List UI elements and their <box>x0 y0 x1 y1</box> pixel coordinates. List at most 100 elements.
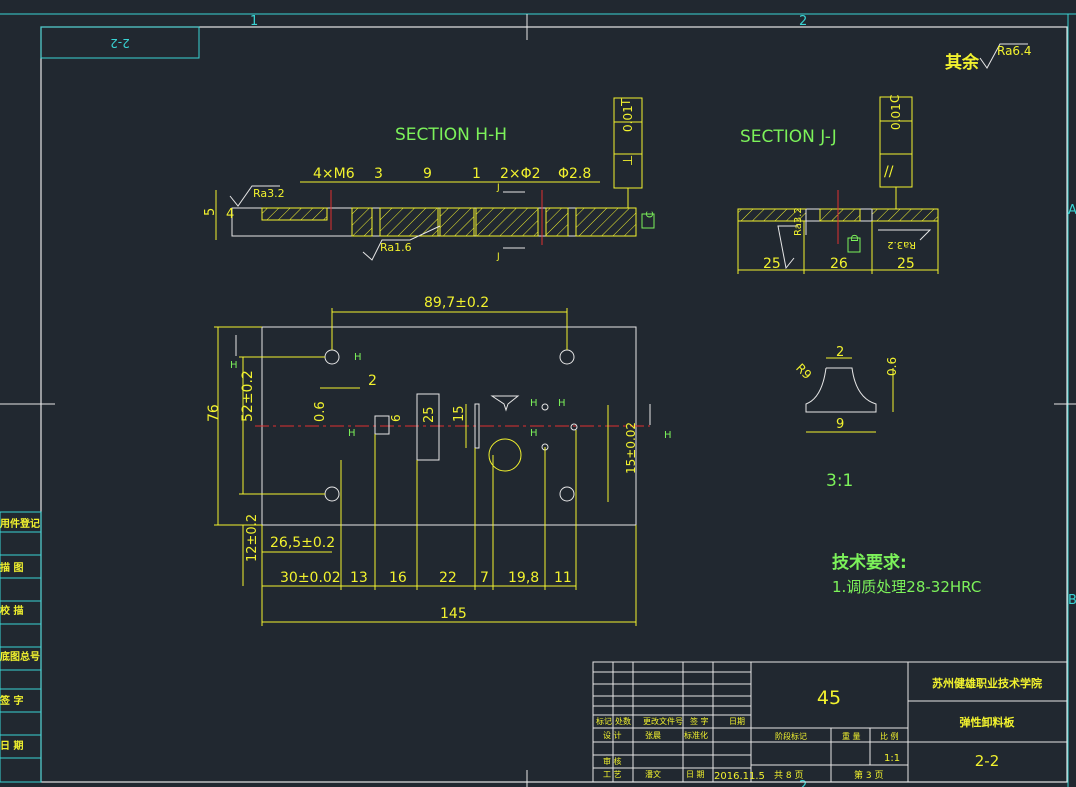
chain-dim-22: 22 <box>439 570 457 586</box>
hh-dim-9: 9 <box>423 166 432 182</box>
plan-small-gap: 2 <box>368 373 377 389</box>
tech-req-title: 技术要求: <box>832 552 907 573</box>
hh-datum-label: C <box>645 211 656 218</box>
section-mark-h-1: H <box>230 360 238 371</box>
section-mark-h-4: H <box>530 398 538 409</box>
jj-datum-box <box>847 237 861 253</box>
jj-dim-26: 26 <box>830 256 848 272</box>
chain-dim-11: 11 <box>554 570 572 586</box>
jj-hatch-3 <box>871 208 939 222</box>
plan-slot-small: 0.6 <box>313 401 328 422</box>
section-mark-h-6: H <box>530 428 538 439</box>
tb-h1: 标记 <box>596 716 612 726</box>
tb-date: 2016.11.5 <box>714 771 765 782</box>
roughness-symbol-general <box>979 43 1028 69</box>
jj-roughness-left: Ra3.2 <box>793 207 804 236</box>
detail-scale: 3:1 <box>826 471 853 491</box>
tb-scale: 1:1 <box>884 753 900 764</box>
detail-dim-2: 2 <box>836 345 844 360</box>
hh-hatch-2 <box>351 207 373 237</box>
hh-hatch-7 <box>575 207 637 237</box>
jj-datum-label: D <box>850 234 861 242</box>
tb-review: 审 核 <box>603 756 622 766</box>
hh-datum-box <box>641 213 655 229</box>
jj-hatch-2 <box>819 208 861 222</box>
hh-step: 4 <box>226 207 234 222</box>
hh-tolerance-value: 0.01 <box>621 105 635 132</box>
hh-dim-phi28: Φ2.8 <box>558 166 591 182</box>
hh-hatch-1 <box>261 207 328 221</box>
zone-label-b: B <box>1068 593 1076 608</box>
section-jj: SECTION J-J 25 26 25 Ra3.2 Ra3.2 C 0.01 … <box>737 95 939 274</box>
section-mark-h-7: H <box>664 430 672 441</box>
plan-view: 89,7±0.2 76 52±0.2 12±0.2 2 0.6 6 25 15 … <box>206 295 672 626</box>
detail-dim-r9: R9 <box>793 361 814 382</box>
tb-weight: 重 量 <box>842 731 861 741</box>
plan-right-dim: 15±0.02 <box>624 422 638 474</box>
section-mark-h-3: H <box>348 428 356 439</box>
plan-hole-tr <box>559 349 575 365</box>
surface-finish-value: Ra6.4 <box>997 44 1032 58</box>
tb-scale-label: 比 例 <box>880 731 899 741</box>
tb-standard: 标准化 <box>684 730 708 740</box>
jj-roughness-right-symbol <box>878 229 932 241</box>
tb-h4: 签 字 <box>690 716 709 726</box>
plan-hole-tl <box>324 349 340 365</box>
corner-tag-box <box>40 26 200 59</box>
jj-tolerance-datum: C <box>888 95 902 103</box>
section-mark-h-5: H <box>558 398 566 409</box>
hh-tolerance-datum: T <box>619 98 633 107</box>
plan-slot-25 <box>416 393 440 461</box>
plan-slot-6-dim: 6 <box>389 414 403 422</box>
jj-roughness-right: Ra3.2 <box>887 239 916 250</box>
jj-dim-25-right: 25 <box>897 256 915 272</box>
hh-hatch-4 <box>439 207 475 237</box>
jj-tolerance-value: 0.01 <box>889 103 903 130</box>
tb-material: 45 <box>817 687 841 709</box>
hh-dim-2phi2: 2×Φ2 <box>500 166 541 182</box>
hh-tolerance-symbol: ⊥ <box>621 155 636 166</box>
section-mark-h-2: H <box>354 352 362 363</box>
strip-item-5: 签 字 <box>0 694 23 707</box>
tb-process: 工 艺 <box>603 770 622 779</box>
plan-overall-width: 145 <box>440 606 467 622</box>
tb-designer: 张晨 <box>645 731 661 740</box>
strip-item-2: 描 图 <box>0 561 23 574</box>
strip-item-6: 日 期 <box>0 739 23 752</box>
strip-item-4: 底图总号 <box>0 650 40 663</box>
tb-h5: 日期 <box>729 717 745 726</box>
plan-hole-br <box>559 486 575 502</box>
zone-label-2: 2 <box>799 14 807 29</box>
plan-slot-15 <box>474 403 480 449</box>
chain-dim-16: 16 <box>389 570 407 586</box>
plan-slot-6 <box>374 415 390 435</box>
plan-punch-profile <box>490 395 520 412</box>
left-strip: 用件登记 描 图 校 描 底图总号 签 字 日 期 <box>0 511 42 783</box>
hh-thickness: 5 <box>203 208 218 216</box>
detail-profile <box>805 367 877 413</box>
tb-drawing-no: 2-2 <box>975 752 1000 770</box>
hh-roughness-bottom-symbol <box>362 225 441 261</box>
plan-slot-25-dim: 25 <box>422 406 437 423</box>
detail-dim-06: 0.6 <box>885 357 899 376</box>
hh-dim-3: 3 <box>374 166 383 182</box>
tb-date-label: 日 期 <box>686 770 705 779</box>
hh-hatch-5 <box>475 207 539 237</box>
jj-roughness-left-symbol <box>777 225 798 270</box>
plan-bottom-left: 12±0.2 <box>245 514 260 562</box>
tb-h2: 处数 <box>615 716 631 726</box>
hh-roughness-top-symbol <box>229 185 280 207</box>
hh-hatch-3 <box>379 207 439 237</box>
zone-label-a: A <box>1068 203 1076 218</box>
surface-finish-prefix: 其余 <box>945 52 980 73</box>
jj-tolerance-symbol: // <box>884 164 894 180</box>
chain-dim-7: 7 <box>480 570 489 586</box>
plan-slot-15-dim: 15 <box>452 405 467 422</box>
tb-school: 苏州健雄职业技术学院 <box>932 676 1042 690</box>
hh-roughness-bottom: Ra1.6 <box>380 241 412 254</box>
zone-label-1: 1 <box>250 14 258 29</box>
zone-label-bottom-2: 2 <box>799 779 807 787</box>
plan-height: 76 <box>206 404 222 422</box>
tb-design: 设 计 <box>603 730 622 740</box>
